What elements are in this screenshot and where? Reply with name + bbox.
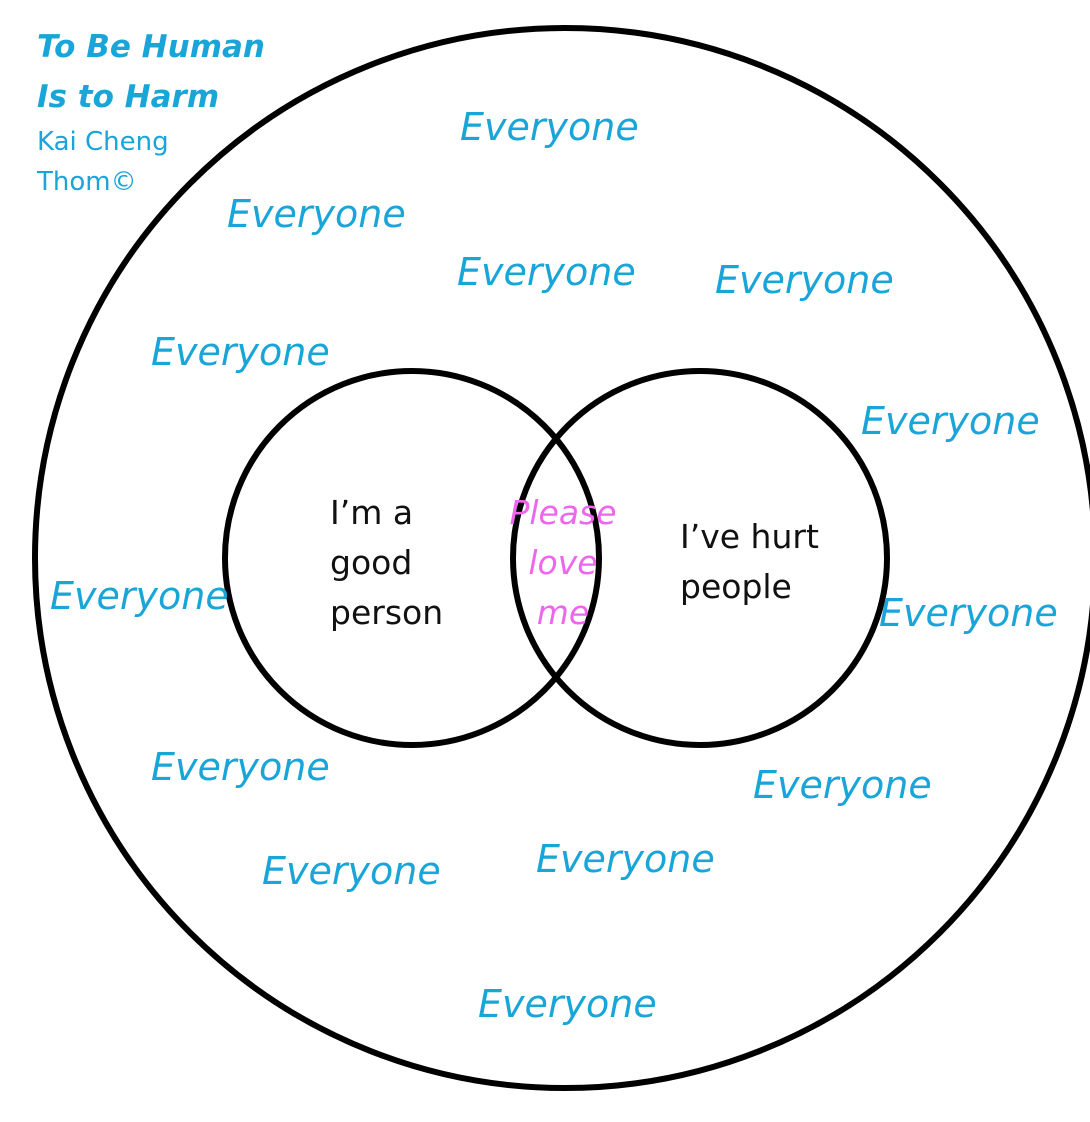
right-circle <box>510 368 890 748</box>
credit-block: To Be Human Is to Harm Kai Cheng Thom© <box>37 22 265 202</box>
left-circle-line-3: person <box>330 593 443 632</box>
overlap-line-2: love <box>528 543 597 582</box>
everyone-label-13: Everyone <box>478 982 657 1026</box>
left-circle-line-2: good <box>330 543 412 582</box>
everyone-label-8: Everyone <box>879 591 1058 635</box>
everyone-label-11: Everyone <box>262 849 441 893</box>
everyone-label-9: Everyone <box>151 745 330 789</box>
left-circle <box>222 368 602 748</box>
everyone-label-12: Everyone <box>536 837 715 881</box>
everyone-label-3: Everyone <box>457 250 636 294</box>
credit-title-line-2: Is to Harm <box>37 79 220 115</box>
everyone-label-4: Everyone <box>715 258 894 302</box>
left-circle-line-1: I’m a <box>330 493 413 532</box>
outer-circle <box>32 25 1090 1091</box>
credit-title-line-1: To Be Human <box>37 29 265 65</box>
everyone-label-6: Everyone <box>861 399 1040 443</box>
everyone-label-2: Everyone <box>227 192 406 236</box>
overlap-line-3: me <box>537 593 589 632</box>
credit-author-line-1: Kai Cheng <box>37 127 169 157</box>
right-circle-line-1: I’ve hurt <box>680 517 819 556</box>
credit-author-line-2: Thom© <box>37 167 137 197</box>
overlap-line-1: Please <box>509 493 616 532</box>
everyone-label-5: Everyone <box>151 330 330 374</box>
right-circle-line-2: people <box>680 567 792 606</box>
everyone-label-1: Everyone <box>460 105 639 149</box>
everyone-label-7: Everyone <box>50 574 229 618</box>
everyone-label-10: Everyone <box>753 763 932 807</box>
